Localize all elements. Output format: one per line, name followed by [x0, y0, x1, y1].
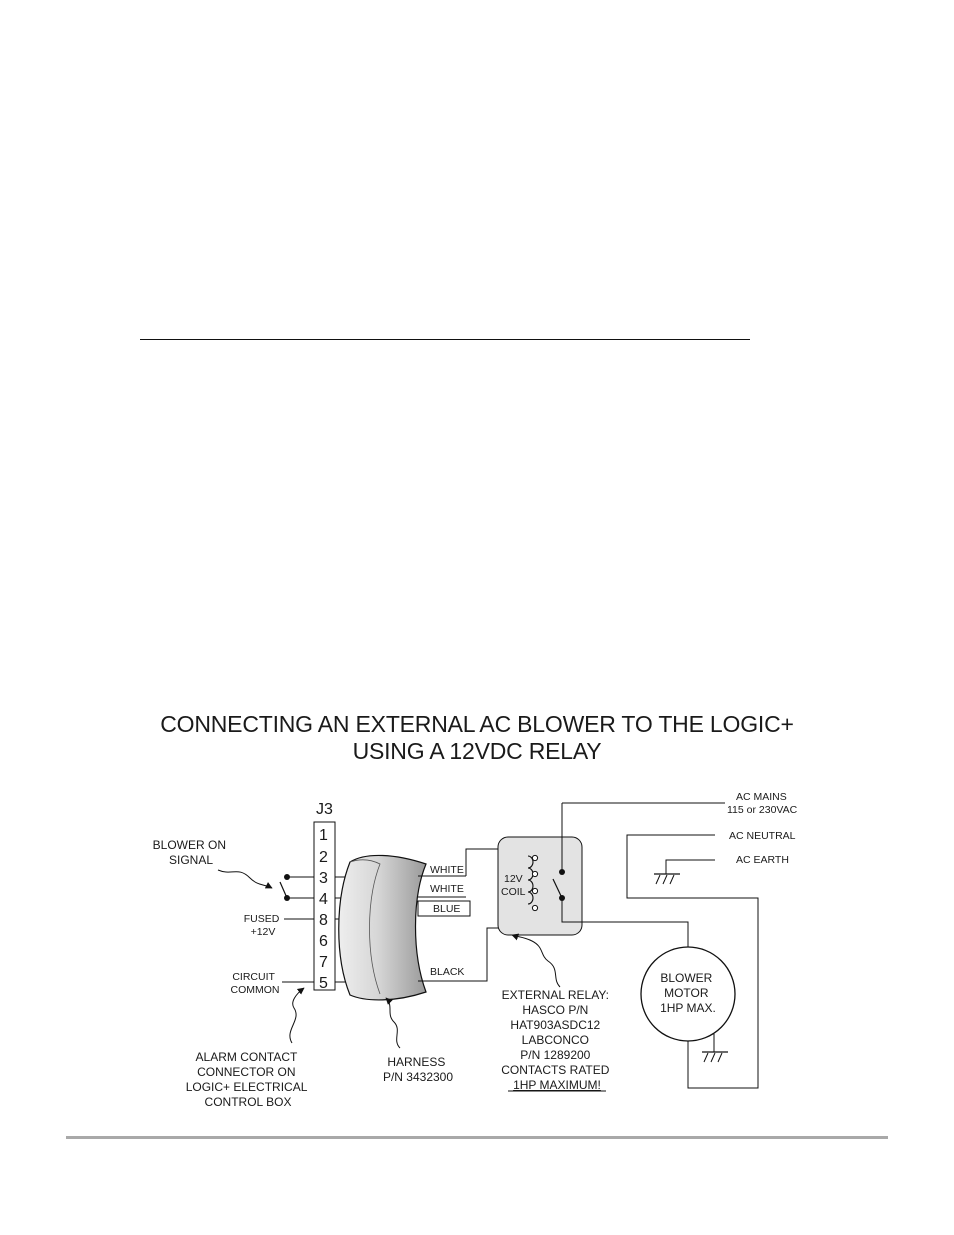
pin-label: 4: [319, 891, 328, 908]
wire-ac-earth: [665, 859, 715, 874]
blower-motor-label: BLOWER MOTOR 1HP MAX.: [660, 971, 716, 1015]
horizontal-rule: [140, 339, 750, 340]
diagram-title: CONNECTING AN EXTERNAL AC BLOWER TO THE …: [120, 711, 834, 765]
switch-contact: [284, 874, 290, 880]
callout-arrow: [289, 987, 305, 1044]
coil-terminal: [531, 870, 539, 878]
coil-terminal: [531, 887, 539, 895]
pin-label: 1: [319, 827, 328, 844]
ac-neutral-label: AC NEUTRAL: [729, 830, 796, 842]
wire-ac-neutral: [626, 834, 759, 1089]
earth-ground-hatch: [669, 874, 675, 885]
alarm-contact-label: ALARM CONTACT CONNECTOR ON LOGIC+ ELECTR…: [186, 1050, 311, 1109]
ac-mains-label: AC MAINS 115 or 230VAC: [727, 791, 798, 816]
footer-rule: [66, 1136, 888, 1139]
relay-caption: EXTERNAL RELAY: HASCO P/N HAT903ASDC12 L…: [501, 988, 613, 1092]
harness-body: [338, 854, 427, 1001]
coil-terminal: [531, 904, 539, 912]
relay-coil-label: 12V COIL: [501, 873, 526, 898]
motor-ground-hatch: [703, 1052, 709, 1063]
callout-arrow: [217, 869, 273, 889]
wire-label-black: BLACK: [430, 966, 464, 978]
harness-edge: [349, 859, 381, 995]
wire-label-blue: BLUE: [433, 903, 460, 915]
relay-contact-blade: [552, 878, 563, 899]
earth-ground-hatch: [655, 874, 661, 885]
wire-label-white: WHITE: [430, 883, 464, 895]
relay-contact-point: [559, 869, 565, 875]
circuit-common-label: CIRCUIT COMMON: [231, 971, 280, 996]
pin-label: 3: [319, 870, 328, 887]
motor-ground-hatch: [710, 1052, 716, 1063]
external-relay: [497, 836, 583, 936]
pin-label: 2: [319, 849, 328, 866]
wire-blue: [417, 900, 471, 917]
pin-label: 8: [319, 912, 328, 929]
motor-ground-hatch: [717, 1052, 723, 1063]
relay-coil: [527, 855, 534, 905]
harness-label: HARNESS P/N 3432300: [383, 1055, 453, 1084]
callout-arrow: [385, 997, 401, 1049]
blower-motor: [640, 946, 736, 1042]
connector-name: J3: [316, 801, 333, 818]
fused-12v-label: FUSED +12V: [244, 913, 283, 938]
connector-j3: [313, 821, 336, 991]
pin-label: 5: [319, 975, 328, 992]
wire-relay-to-motor: [561, 898, 689, 948]
title-line-1: CONNECTING AN EXTERNAL AC BLOWER TO THE …: [160, 711, 794, 737]
ac-earth-label: AC EARTH: [736, 854, 789, 866]
pin-label: 7: [319, 954, 328, 971]
pin-label: 6: [319, 933, 328, 950]
coil-terminal: [531, 854, 539, 862]
callout-arrow: [511, 933, 561, 988]
blower-on-signal-label: BLOWER ON SIGNAL: [153, 838, 230, 867]
switch-blade: [279, 881, 288, 899]
title-line-2: USING A 12VDC RELAY: [352, 738, 602, 764]
earth-ground-hatch: [662, 874, 668, 885]
wire-label-white: WHITE: [430, 864, 464, 876]
